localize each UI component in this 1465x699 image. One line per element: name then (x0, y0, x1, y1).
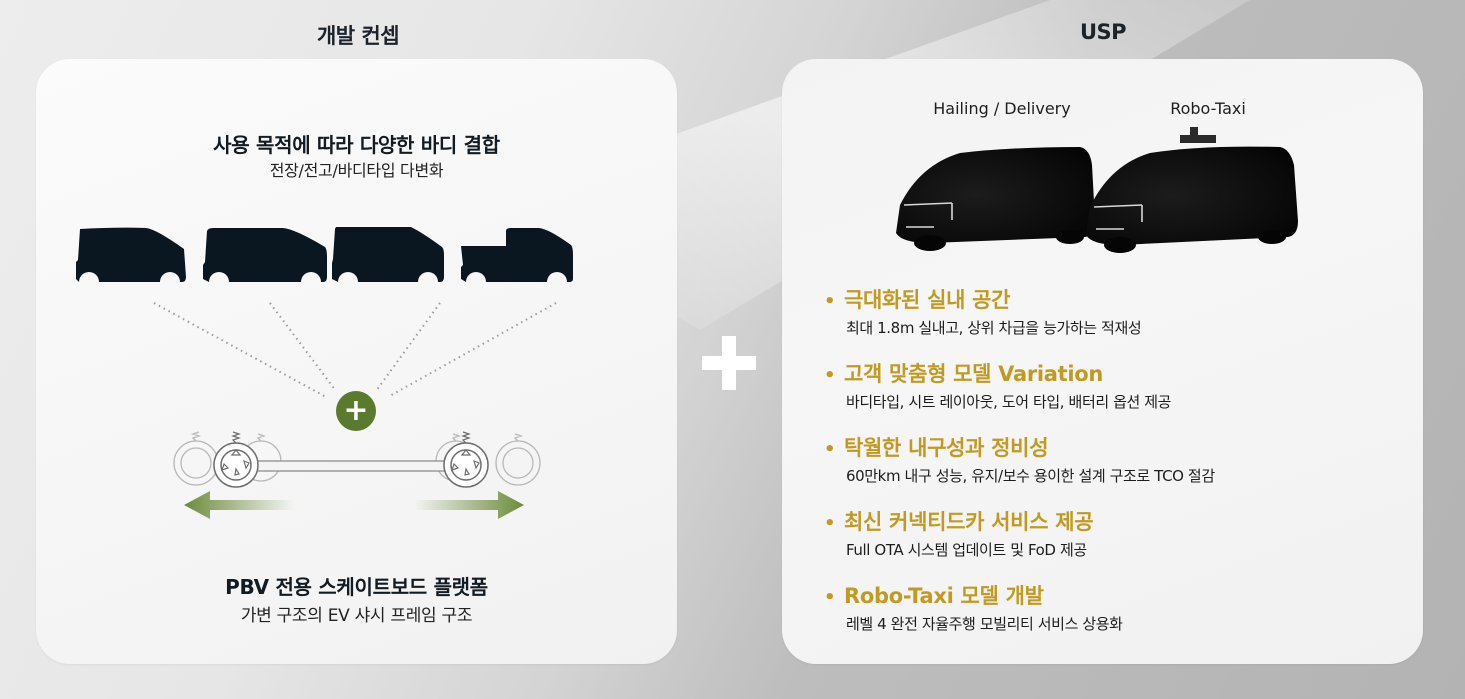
usp-item: • 극대화된 실내 공간 최대 1.8m 실내고, 상위 차급을 능가하는 적재성 (824, 285, 1404, 359)
usp-item-title: 탁월한 내구성과 정비성 (844, 436, 1049, 460)
usp-item-title: Robo-Taxi 모델 개발 (844, 584, 1044, 608)
bullet-icon: • (824, 291, 836, 312)
bullet-icon: • (824, 513, 836, 534)
usp-item: • 고객 맞춤형 모델 Variation 바디타입, 시트 레이아웃, 도어 타… (824, 359, 1404, 433)
extend-left-arrow-icon (184, 491, 294, 519)
usp-item-desc: 레벨 4 완전 자율주행 모빌리티 서비스 상용화 (846, 615, 1123, 633)
usp-item: • Robo-Taxi 모델 개발 레벨 4 완전 자율주행 모빌리티 서비스 상… (824, 581, 1404, 655)
bullet-icon: • (824, 587, 836, 608)
combine-plus-icon-large (702, 336, 756, 390)
bullet-icon: • (824, 439, 836, 460)
usp-section-title: USP (1079, 20, 1127, 44)
vehicle-label-robotaxi: Robo-Taxi (1170, 99, 1246, 118)
usp-item-desc: 60만km 내구 성능, 유지/보수 용이한 설계 구조로 TCO 절감 (846, 467, 1215, 485)
extend-right-arrow-icon (414, 491, 524, 519)
usp-item-desc: 최대 1.8m 실내고, 상위 차급을 능가하는 적재성 (846, 319, 1142, 337)
high-roof-van-icon (332, 227, 444, 282)
platform-title: PBV 전용 스케이트보드 플랫폼 (225, 575, 488, 599)
vehicle-label-hailing: Hailing / Delivery (933, 99, 1071, 118)
usp-item-title: 고객 맞춤형 모델 Variation (844, 362, 1104, 386)
short-body-van-icon (76, 227, 186, 282)
pickup-body-icon (461, 228, 573, 282)
usp-item: • 탁월한 내구성과 정비성 60만km 내구 성능, 유지/보수 용이한 설계 … (824, 433, 1404, 507)
vehicle-images (896, 127, 1298, 253)
usp-item: • 최신 커넥티드카 서비스 제공 Full OTA 시스템 업데이트 및 FoD… (824, 507, 1404, 581)
skateboard-platform-illustration (173, 431, 541, 488)
development-concept-panel: 사용 목적에 따라 다양한 바디 결합 전장/전고/바디타입 다변화 + (36, 59, 677, 664)
usp-item-desc: 바디타입, 시트 레이아웃, 도어 타입, 배터리 옵션 제공 (846, 393, 1172, 411)
usp-item-title: 극대화된 실내 공간 (844, 288, 1011, 312)
long-body-van-icon (203, 228, 327, 282)
usp-list: • 극대화된 실내 공간 최대 1.8m 실내고, 상위 차급을 능가하는 적재성… (824, 285, 1404, 655)
concept-subline: 전장/전고/바디타입 다변화 (269, 161, 444, 180)
usp-item-title: 최신 커넥티드카 서비스 제공 (844, 510, 1094, 534)
platform-desc: 가변 구조의 EV 샤시 프레임 구조 (240, 606, 473, 626)
robotaxi-van-image (1086, 127, 1298, 253)
body-type-icons (76, 227, 573, 282)
usp-panel: Hailing / Delivery Robo-Taxi • 극대화된 실내 공간… (782, 59, 1423, 664)
concept-section-title: 개발 컨셉 (316, 24, 400, 48)
hailing-delivery-van-image (896, 147, 1095, 251)
usp-item-desc: Full OTA 시스템 업데이트 및 FoD 제공 (846, 541, 1087, 559)
bullet-icon: • (824, 365, 836, 386)
combine-plus-icon: + (336, 391, 376, 431)
concept-headline: 사용 목적에 따라 다양한 바디 결합 (213, 133, 500, 157)
